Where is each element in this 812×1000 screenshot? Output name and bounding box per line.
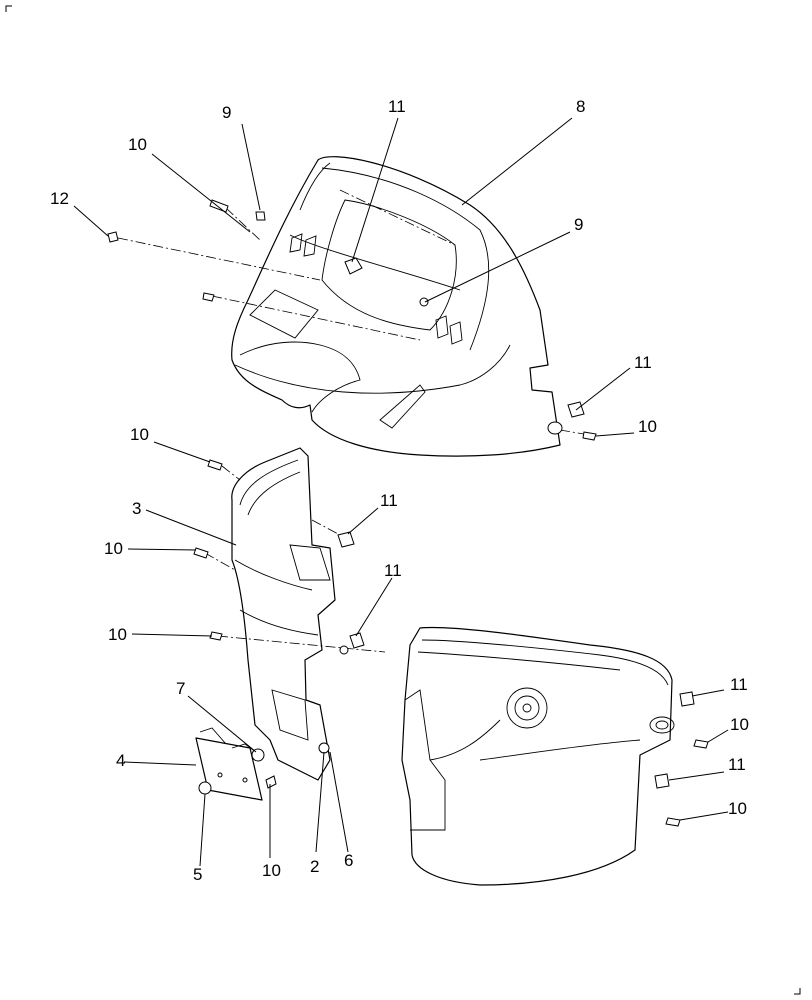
grommet-icon [547,421,563,435]
right-side-cover [401,626,675,886]
callout-label: 10 [130,425,149,444]
clip-icon [679,691,695,707]
callout-label: 11 [380,491,398,510]
callout-label: 10 [104,539,123,558]
callout-label: 8 [576,97,585,116]
callout-label: 11 [730,675,748,694]
callout-label: 2 [310,857,319,876]
callout-label: 11 [728,755,746,774]
screw-icon [582,431,597,441]
corner-mark-top-left [5,5,12,12]
fasteners [107,199,709,827]
callout-label: 3 [132,499,141,518]
callout-label: 10 [730,715,749,734]
screw-icon [107,231,119,243]
callout-label: 10 [262,861,281,880]
alignment-lines [117,189,591,653]
screw-icon [193,547,209,559]
callout-labels: 9 11 8 10 12 9 11 10 10 11 3 10 11 10 11… [50,97,749,884]
callout-label: 10 [108,625,127,644]
washer-icon [318,742,330,754]
clip-icon [654,773,670,789]
callout-label: 11 [634,353,652,372]
callout-label: 4 [116,751,125,770]
callout-label: 9 [574,215,583,234]
clip-icon [337,531,355,548]
screw-icon [207,459,223,471]
callout-label: 11 [384,561,402,580]
callout-label: 5 [193,865,202,884]
screw-icon [265,775,277,789]
screw-icon [693,739,709,749]
callout-label: 10 [128,135,147,154]
center-column-panel [231,447,336,781]
corner-mark-bottom-right [794,988,801,995]
screw-icon [202,292,215,302]
callout-label: 10 [728,799,747,818]
callout-label: 11 [388,97,406,116]
nut-icon [419,297,429,307]
callout-label: 7 [176,679,185,698]
callout-label: 12 [50,189,69,208]
leader-lines [73,117,729,867]
screw-icon [665,817,681,827]
screw-icon [209,199,229,213]
upper-dash-cover [231,156,561,457]
screw-icon [198,781,212,795]
nut-icon [255,211,266,221]
callout-label: 6 [344,851,353,870]
callout-label: 10 [638,417,657,436]
clip-icon [339,645,349,655]
washer-icon [251,748,265,762]
callout-label: 9 [222,103,231,122]
